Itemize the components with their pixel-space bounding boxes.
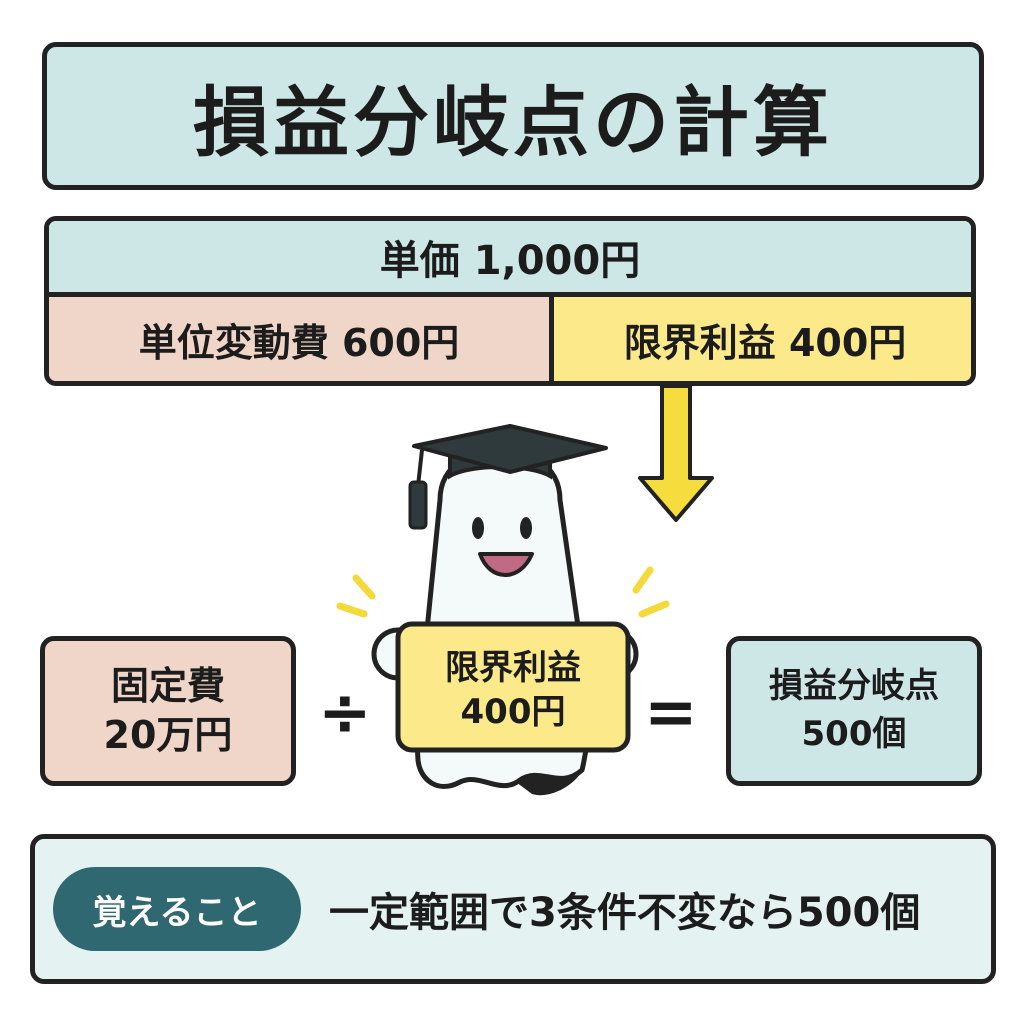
sign-value: 400円: [460, 692, 566, 732]
memo-badge: 覚えること: [53, 867, 301, 951]
fixed-cost-label: 固定費: [110, 663, 225, 708]
fixed-cost-value: 20万円: [103, 713, 233, 757]
break-even-label: 損益分岐点: [769, 666, 939, 707]
page-title: 損益分岐点の計算: [42, 42, 984, 190]
sign-label: 限界利益: [445, 647, 581, 688]
down-arrow-icon: [638, 386, 714, 522]
divide-operator: ÷: [318, 676, 372, 750]
fixed-cost-box: 固定費 20万円: [40, 636, 296, 786]
contribution-margin-cell: 限界利益 400円: [554, 297, 971, 381]
graduation-cap-icon: [408, 424, 608, 530]
price-breakdown-table: 単価 1,000円 単位変動費 600円 限界利益 400円: [44, 216, 976, 386]
graduate-ghost-mascot: [336, 424, 670, 796]
unit-price-cell: 単価 1,000円: [49, 221, 971, 297]
sparkle-icon: [336, 566, 670, 618]
memo-text: 一定範囲で3条件不変なら500個: [329, 890, 921, 936]
sign-board: 限界利益 400円: [398, 630, 628, 750]
break-even-value: 500個: [801, 714, 907, 754]
unit-variable-cost-cell: 単位変動費 600円: [49, 297, 554, 381]
equals-operator: =: [644, 676, 698, 750]
break-even-box: 損益分岐点 500個: [726, 636, 982, 786]
memo-box: 覚えること 一定範囲で3条件不変なら500個: [30, 834, 996, 984]
